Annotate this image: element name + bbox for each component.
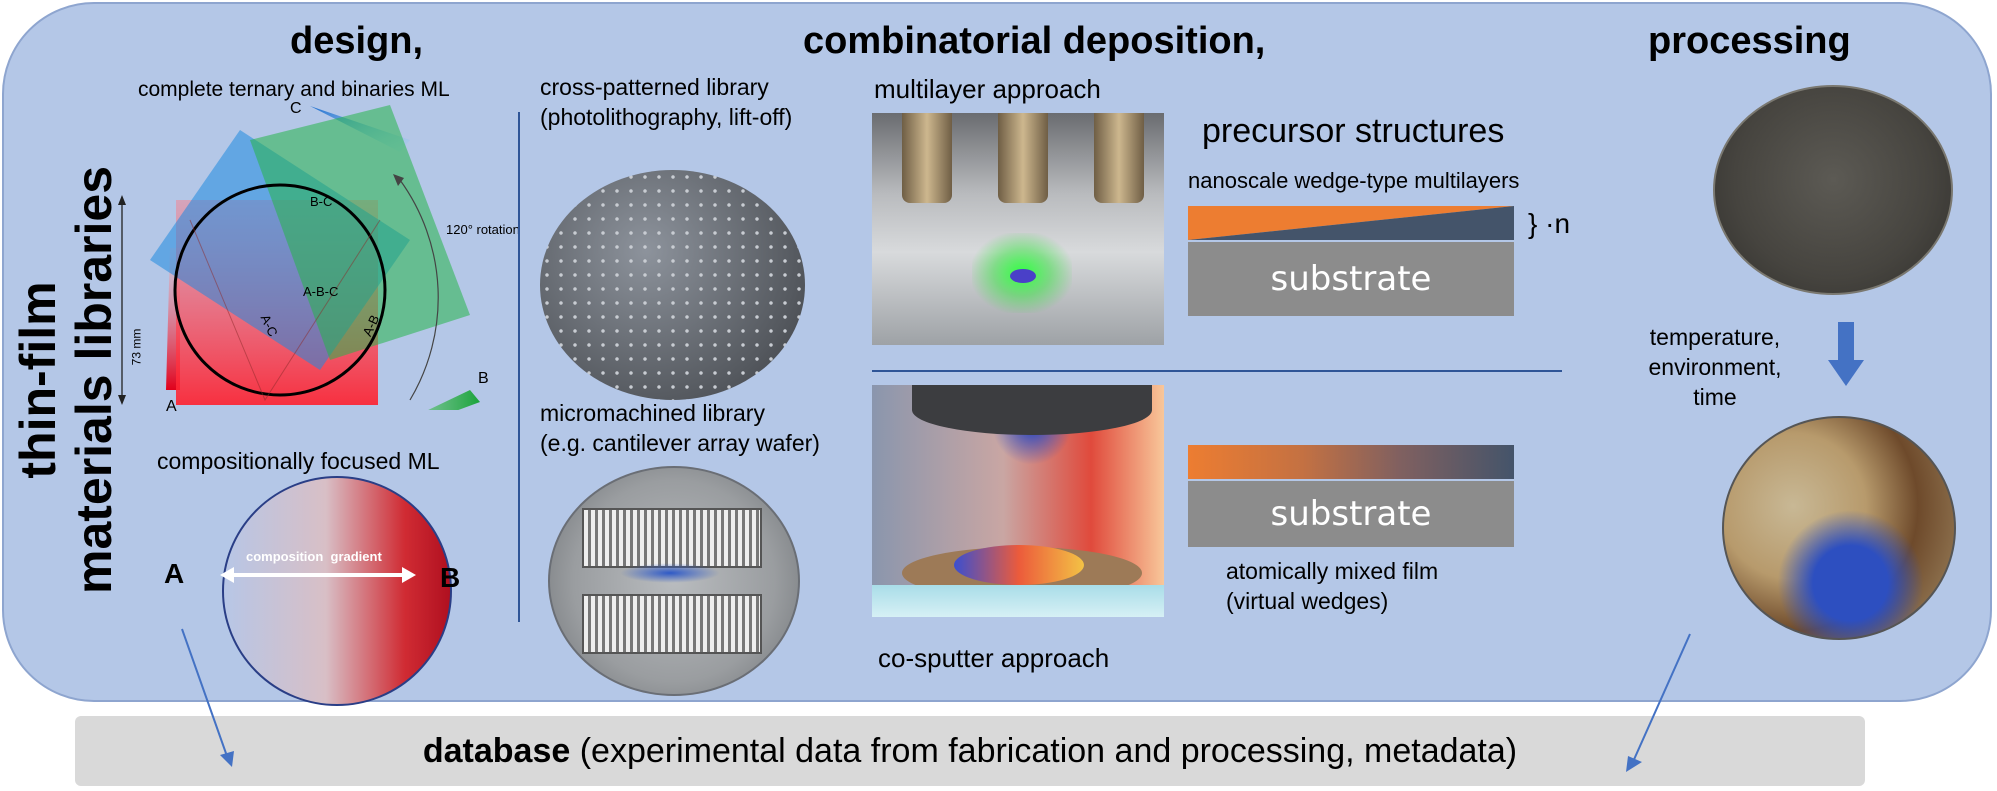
precursor-title: precursor structures <box>1202 112 1505 150</box>
size-label: 73 mm <box>129 328 144 366</box>
mixed-film-bar <box>1188 445 1514 479</box>
focused-end-A: A <box>164 558 185 589</box>
substrate-label-1: substrate <box>1270 259 1432 299</box>
label-A: A <box>166 398 177 415</box>
label-BC: B-C <box>310 194 333 209</box>
gradient-label: composition gradient <box>246 549 382 564</box>
heading-processing: processing <box>1648 20 1851 62</box>
database-bold: database <box>422 731 571 770</box>
horizontal-divider <box>872 370 1562 372</box>
processing-to-db-arrow-icon <box>1626 633 1691 772</box>
micro-library-subtitle: (e.g. cantilever array wafer) <box>540 430 820 456</box>
gradient-arrow-icon <box>220 567 416 583</box>
wedge-multilayer-icon <box>1188 206 1514 240</box>
substrate-block-1: substrate <box>1188 242 1514 316</box>
label-B: B <box>478 370 489 387</box>
processing-line2: environment, <box>1648 354 1782 380</box>
multilayer-chamber-photo <box>872 113 1164 345</box>
database-description: (experimental data from fabrication and … <box>570 731 1518 770</box>
repeat-n-label: } ·n <box>1528 208 1571 239</box>
multilayer-approach-label: multilayer approach <box>874 74 1101 104</box>
heading-deposition: combinatorial deposition, <box>803 20 1266 62</box>
cosputter-approach-label: co-sputter approach <box>878 643 1110 673</box>
mixed-film-caption: atomically mixed film (virtual wedges) <box>1226 556 1438 616</box>
ternary-caption: complete ternary and binaries ML <box>138 78 450 101</box>
substrate-block-2: substrate <box>1188 481 1514 547</box>
cross-patterned-wafer <box>540 170 805 400</box>
processing-arrow-icon <box>1828 322 1864 386</box>
database-bar: database (experimental data from fabrica… <box>75 716 1865 786</box>
design-to-db-arrow-icon <box>181 628 234 767</box>
ternary-diagram <box>118 105 480 410</box>
focused-ml-wafer <box>222 476 452 706</box>
processing-conditions: temperature, environment, time <box>1620 322 1810 412</box>
heading-design: design, <box>290 20 424 62</box>
focused-end-B: B <box>440 562 461 593</box>
cross-library-subtitle: (photolithography, lift-off) <box>540 104 793 130</box>
wafer-outline <box>173 183 387 397</box>
label-C: C <box>290 100 302 117</box>
mixed-film-caption-line1: atomically mixed film <box>1226 558 1439 584</box>
cosputter-chamber-photo <box>872 385 1164 617</box>
micro-library-title: micromachined library <box>540 400 765 426</box>
label-ABC: A-B-C <box>303 284 339 299</box>
processing-line1: temperature, <box>1649 324 1781 350</box>
asdeposited-wafer <box>1713 85 1953 295</box>
rotation-label: 120° rotation <box>446 222 520 237</box>
wedge-caption: nanoscale wedge-type multilayers <box>1188 168 1520 193</box>
wedge-B-icon <box>428 390 480 410</box>
focused-caption: compositionally focused ML <box>157 448 440 474</box>
mixed-film-caption-line2: (virtual wedges) <box>1226 588 1389 614</box>
cantilever-wafer <box>548 466 800 696</box>
column-divider <box>518 112 520 622</box>
processed-wafer <box>1722 416 1956 640</box>
vertical-title-line1: thin-film <box>10 281 66 479</box>
processing-line3: time <box>1693 384 1737 410</box>
cross-library-title: cross-patterned library <box>540 74 769 100</box>
substrate-label-2: substrate <box>1270 494 1432 534</box>
